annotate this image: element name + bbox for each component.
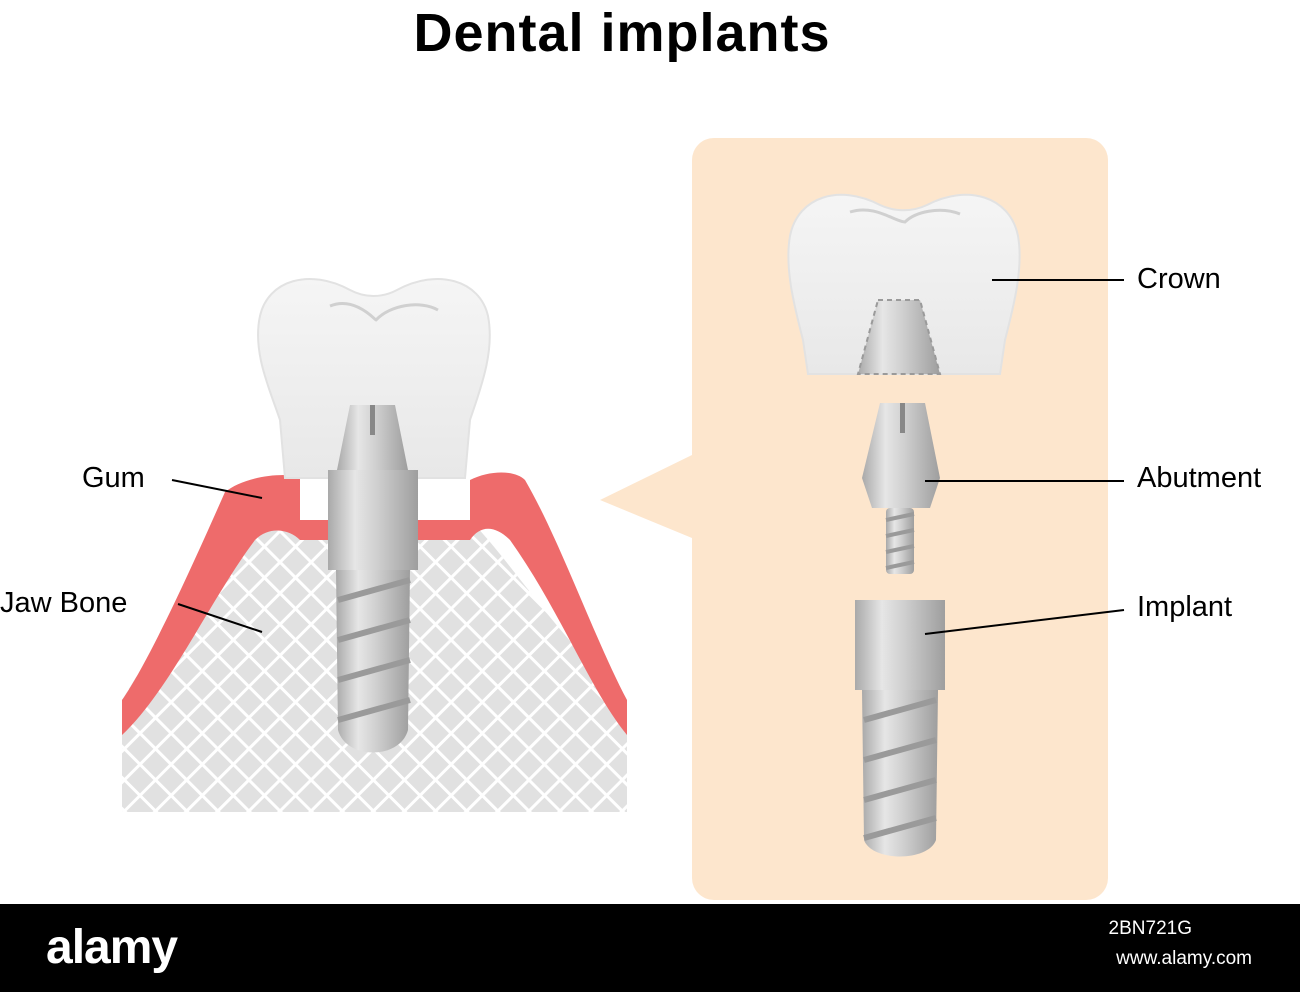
assembled-view	[122, 277, 627, 812]
abutment-part	[862, 403, 940, 478]
label-jaw-bone: Jaw Bone	[0, 587, 128, 619]
page-title: Dental implants	[413, 3, 831, 63]
image-id: 2BN721G	[1108, 918, 1192, 939]
assembled-crown	[257, 277, 491, 479]
exploded-view	[787, 193, 1021, 857]
label-abutment: Abutment	[1137, 462, 1262, 494]
label-implant: Implant	[1137, 591, 1233, 623]
leader-lines	[171, 279, 1125, 635]
brand-logo: alamy	[46, 921, 178, 974]
dental-implant-diagram	[122, 138, 1125, 900]
crown-part	[787, 193, 1021, 375]
gum	[122, 472, 627, 735]
label-crown: Crown	[1137, 263, 1221, 295]
implant-part	[855, 600, 945, 690]
watermark-footer: alamy 2BN721G www.alamy.com	[0, 904, 1300, 992]
label-gum: Gum	[82, 462, 145, 494]
site-url: www.alamy.com	[1116, 948, 1252, 969]
